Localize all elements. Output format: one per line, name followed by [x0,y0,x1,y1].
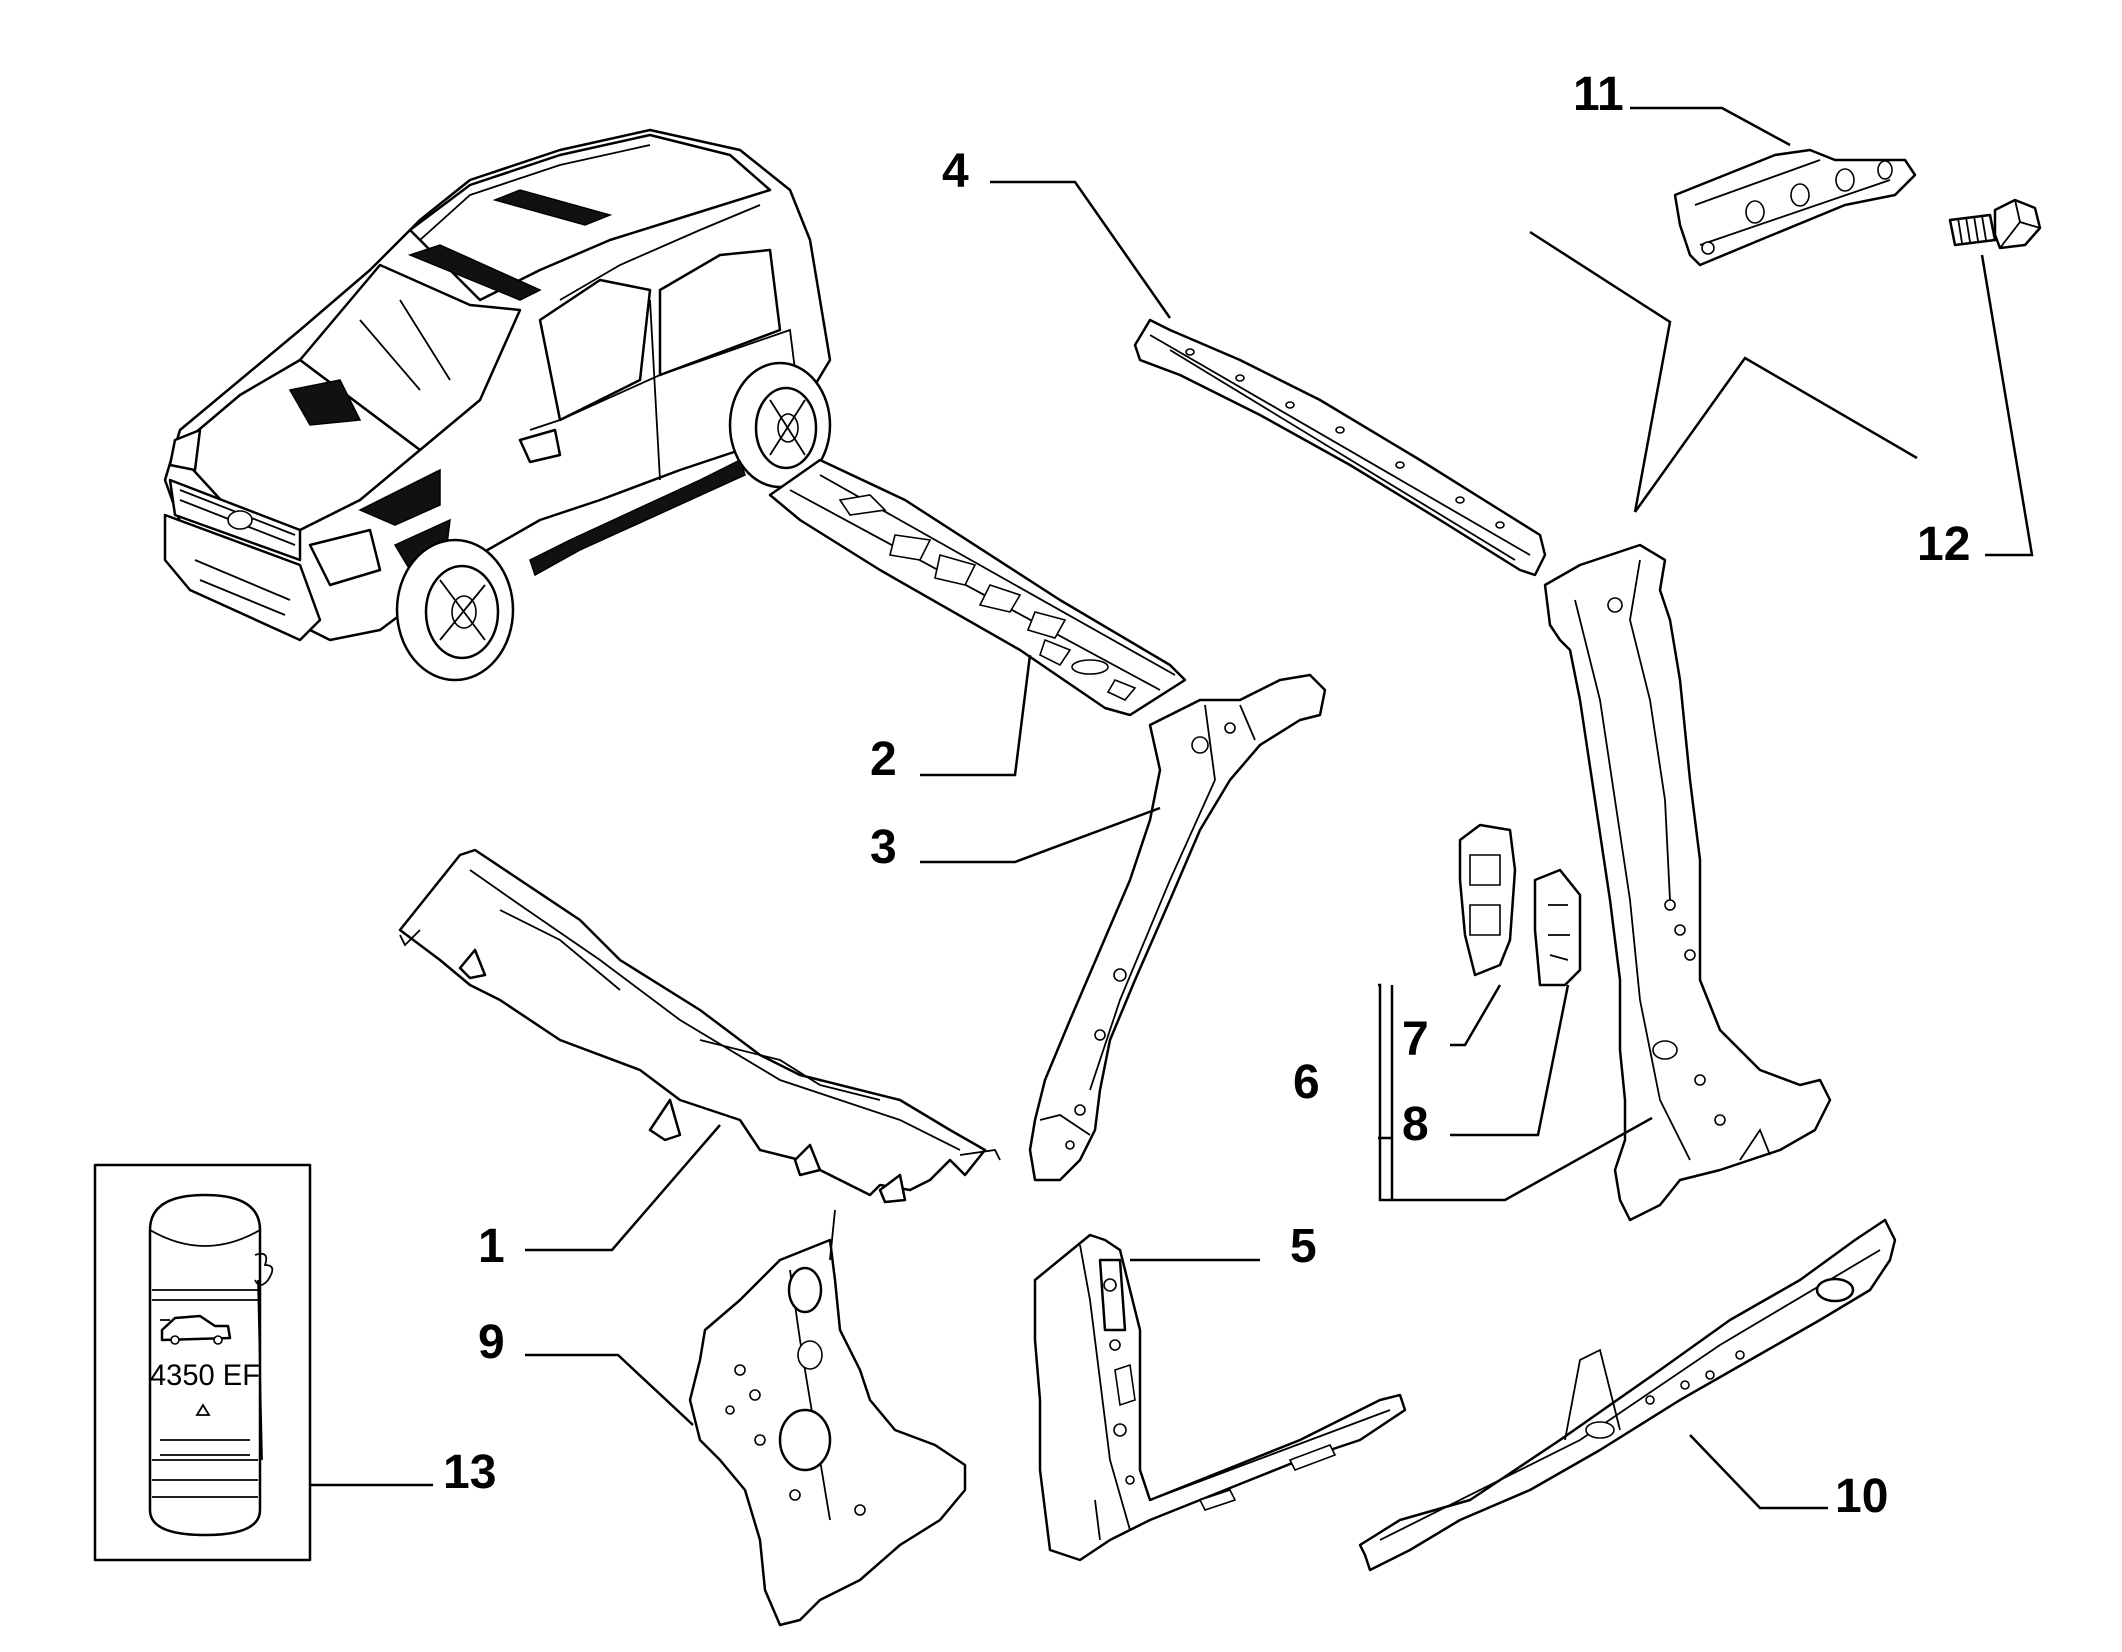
rear-wheel [728,361,832,489]
callout-labels: 1 2 3 4 5 6 7 8 9 10 11 12 13 [443,68,1970,1523]
leader-line-11 [1630,106,1791,147]
leader-line-10 [1689,1434,1828,1510]
leader-line-1 [525,1124,721,1252]
part-4-roof-rear-rail [1133,318,1547,577]
part-5-side-sill [1033,1233,1407,1562]
leader-lines [310,106,2034,1510]
callout-6: 6 [1293,1056,1320,1109]
leader-line-3 [920,806,1161,864]
callout-9: 9 [478,1316,505,1369]
callout-13: 13 [443,1446,496,1499]
callout-12: 12 [1917,518,1970,571]
part-7-reinforcement-plate [1458,823,1517,977]
part-13-sealant-can: 4350 EF [93,1163,312,1562]
assembly-arrow-lines [1529,230,1918,513]
leader-line-6 [1378,983,1653,1202]
part-3-a-pillar [1028,673,1327,1182]
part-12-bolt [1948,198,2042,250]
part-2-roof-front-rail [768,458,1187,717]
part-9-front-pillar-reinforcement [688,1209,967,1627]
part-8-reinforcement-plate [1533,868,1582,987]
callout-10: 10 [1835,1470,1888,1523]
leader-line-4 [990,180,1172,319]
vehicle-overview-illustration [163,128,832,682]
part-11-roof-bracket [1673,148,1917,267]
callout-3: 3 [870,821,897,874]
part-6-b-pillar [1543,543,1832,1222]
leader-line-8 [1450,984,1570,1137]
callout-11: 11 [1573,68,1624,121]
sealant-can-label: 4350 EF [150,1359,260,1392]
leader-line-7 [1450,984,1502,1047]
callout-4: 4 [942,145,969,198]
leader-line-2 [920,654,1032,777]
part-1-cowl-crossmember [398,848,1001,1204]
leader-line-12 [1980,254,2034,557]
front-wheel [395,538,515,682]
leader-line-9 [525,1353,694,1426]
part-10-rocker-panel [1358,1218,1897,1572]
callout-1: 1 [478,1220,505,1273]
callout-5: 5 [1290,1220,1317,1273]
callout-2: 2 [870,733,897,786]
callout-7: 7 [1402,1013,1429,1066]
callout-8: 8 [1402,1098,1429,1151]
